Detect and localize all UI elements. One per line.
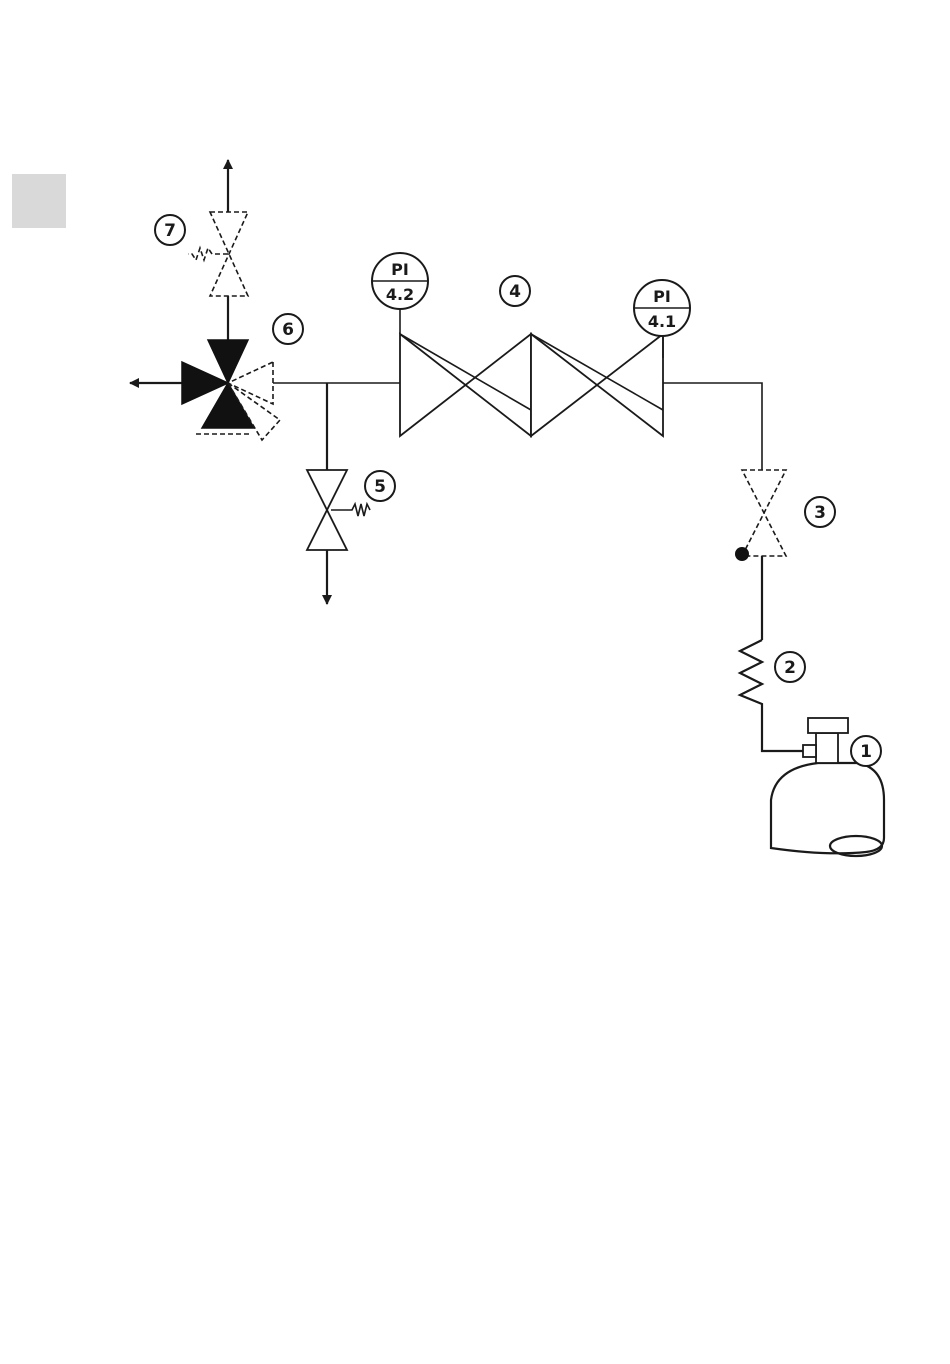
pressure-regulator: [400, 334, 663, 436]
three-way-valve: [182, 340, 280, 440]
gauge-number: 4.2: [386, 285, 414, 304]
svg-text:5: 5: [374, 477, 386, 497]
pressure-gauge-4-1: PI 4.1: [634, 280, 690, 336]
gauge-code: PI: [653, 287, 671, 306]
tag-1: 1: [851, 736, 881, 766]
drain-valve: [307, 470, 370, 550]
gauge-number: 4.1: [648, 312, 676, 331]
svg-text:4: 4: [509, 282, 521, 302]
svg-text:6: 6: [282, 320, 294, 340]
svg-text:2: 2: [784, 658, 796, 678]
tag-2: 2: [775, 652, 805, 682]
flexible-hose-coil: [740, 640, 762, 712]
tag-5: 5: [365, 471, 395, 501]
pipework: [130, 160, 808, 751]
svg-text:1: 1: [860, 742, 872, 762]
pressure-gauge-4-2: PI 4.2: [372, 253, 428, 309]
svg-text:3: 3: [814, 503, 826, 523]
tag-3: 3: [805, 497, 835, 527]
tag-4: 4: [500, 276, 530, 306]
svg-text:7: 7: [164, 221, 176, 241]
check-valve: [735, 470, 786, 561]
tag-7: 7: [155, 215, 185, 245]
tag-6: 6: [273, 314, 303, 344]
gauge-code: PI: [391, 260, 409, 279]
vent-valve: [188, 212, 248, 296]
